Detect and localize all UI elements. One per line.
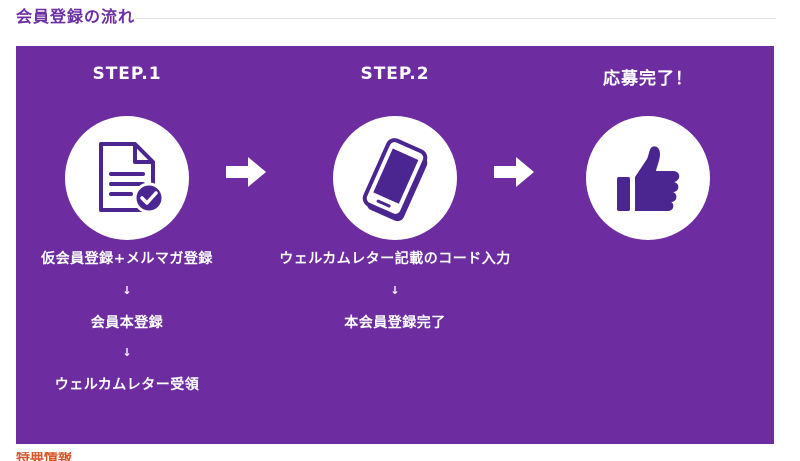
step-2-line-2: 本会員登録完了 (344, 315, 446, 331)
right-arrow-icon (224, 154, 268, 190)
registration-flow-panel: STEP.1 仮会員登録+メルマガ登録 ↓ 会員本登録 ↓ ウェルカムレター受領… (16, 46, 774, 444)
thumbs-up-icon (617, 146, 680, 211)
section-title: 会員登録の流れ (16, 7, 136, 26)
smartphone-icon (362, 138, 428, 222)
step-2-line-1: ウェルカムレター記載のコード入力 (279, 251, 511, 267)
step-2-heading: STEP.2 (360, 64, 430, 84)
section-header: 会員登録の流れ (16, 6, 776, 28)
next-section-title: 特典情報 (16, 452, 72, 461)
section-divider (134, 18, 776, 19)
document-check-icon (99, 142, 165, 214)
right-arrow-icon (492, 154, 536, 190)
step-1-icon-circle (65, 116, 189, 240)
step-1-line-1: 仮会員登録+メルマガ登録 (41, 251, 213, 267)
step-1-line-3: ウェルカムレター受領 (54, 377, 200, 393)
step-3-icon-circle (586, 116, 710, 240)
step-2-icon-circle (333, 116, 457, 240)
step-3-heading: 応募完了！ (603, 69, 693, 89)
step-2-down-arrow: ↓ (390, 284, 400, 297)
step-1-heading: STEP.1 (92, 64, 162, 84)
step-1-down-arrow-2: ↓ (122, 346, 132, 359)
step-1-down-arrow-1: ↓ (122, 284, 132, 297)
step-1-line-2: 会員本登録 (90, 315, 164, 331)
